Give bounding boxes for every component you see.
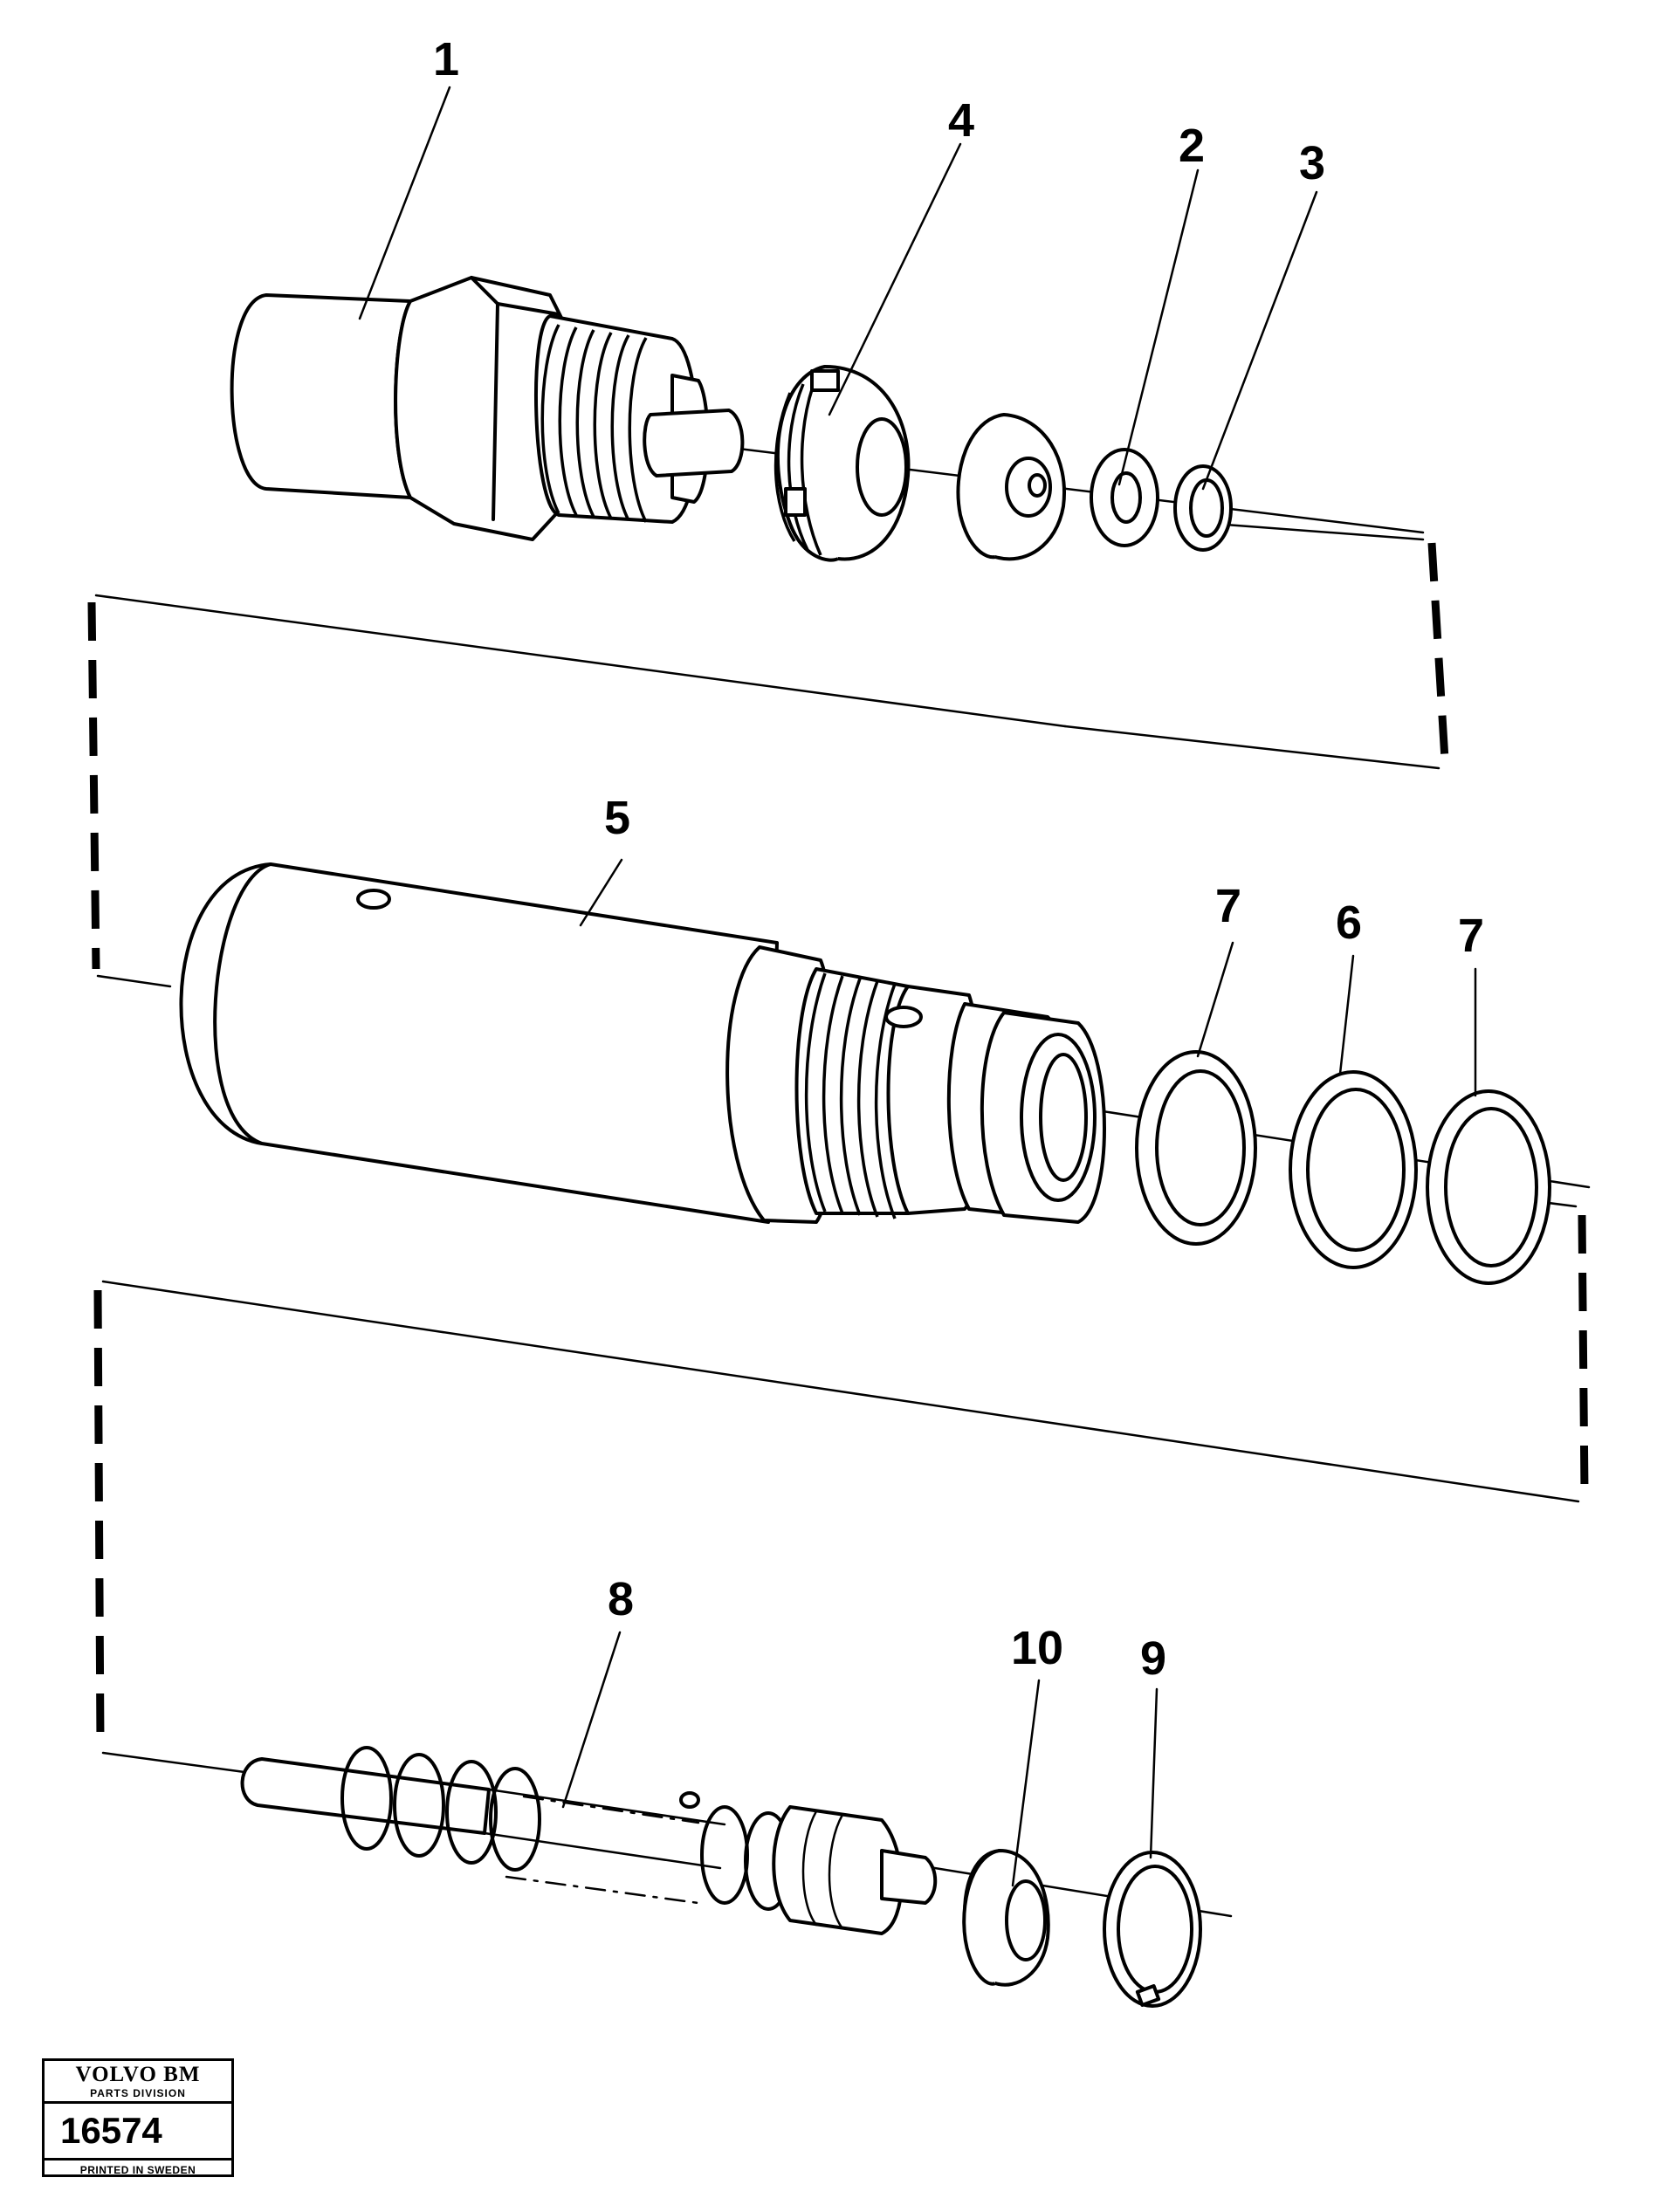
- callout-1: 1: [433, 33, 459, 86]
- callout-8: 8: [608, 1573, 634, 1625]
- part-10-seal: [962, 1849, 1050, 1987]
- callout-9: 9: [1140, 1632, 1166, 1685]
- volvo-parts-stamp: VOLVO BM PARTS DIVISION 16574 PRINTED IN…: [42, 2058, 234, 2177]
- stamp-brand: VOLVO BM: [75, 2063, 201, 2086]
- part-1-plug: [230, 276, 745, 541]
- callout-7-left: 7: [1215, 880, 1241, 932]
- callout-6: 6: [1336, 896, 1362, 949]
- part-4-slotted-nut: [773, 365, 911, 562]
- stamp-division: PARTS DIVISION: [45, 2087, 231, 2104]
- stamp-number: 16574: [45, 2104, 231, 2160]
- leader-lines: [358, 86, 1477, 1887]
- part-2-washer: [1090, 448, 1159, 547]
- part-8-spool: [240, 1746, 938, 1935]
- callout-3: 3: [1299, 137, 1325, 189]
- part-9-circlip: [1103, 1851, 1202, 2008]
- part-3-retaining-ring: [1173, 464, 1233, 552]
- callout-5: 5: [604, 792, 630, 844]
- callout-10: 10: [1011, 1622, 1063, 1674]
- callouts: 1 4 2 3 5 7 6 7 8 10 9: [433, 33, 1484, 1685]
- callout-7-right: 7: [1458, 910, 1484, 962]
- callout-2: 2: [1179, 120, 1205, 172]
- part-7-ring-right: [1426, 1089, 1551, 1285]
- spring-left: [340, 1746, 541, 1872]
- part-5-housing: [179, 862, 1106, 1224]
- stamp-printed: PRINTED IN SWEDEN: [79, 2164, 196, 2176]
- seat-washer: [956, 413, 1066, 561]
- callout-4: 4: [948, 94, 974, 147]
- assembly-dashed-lines: [87, 522, 1589, 1774]
- part-6-backup-ring: [1289, 1070, 1418, 1269]
- part-7-ring-left: [1135, 1050, 1257, 1246]
